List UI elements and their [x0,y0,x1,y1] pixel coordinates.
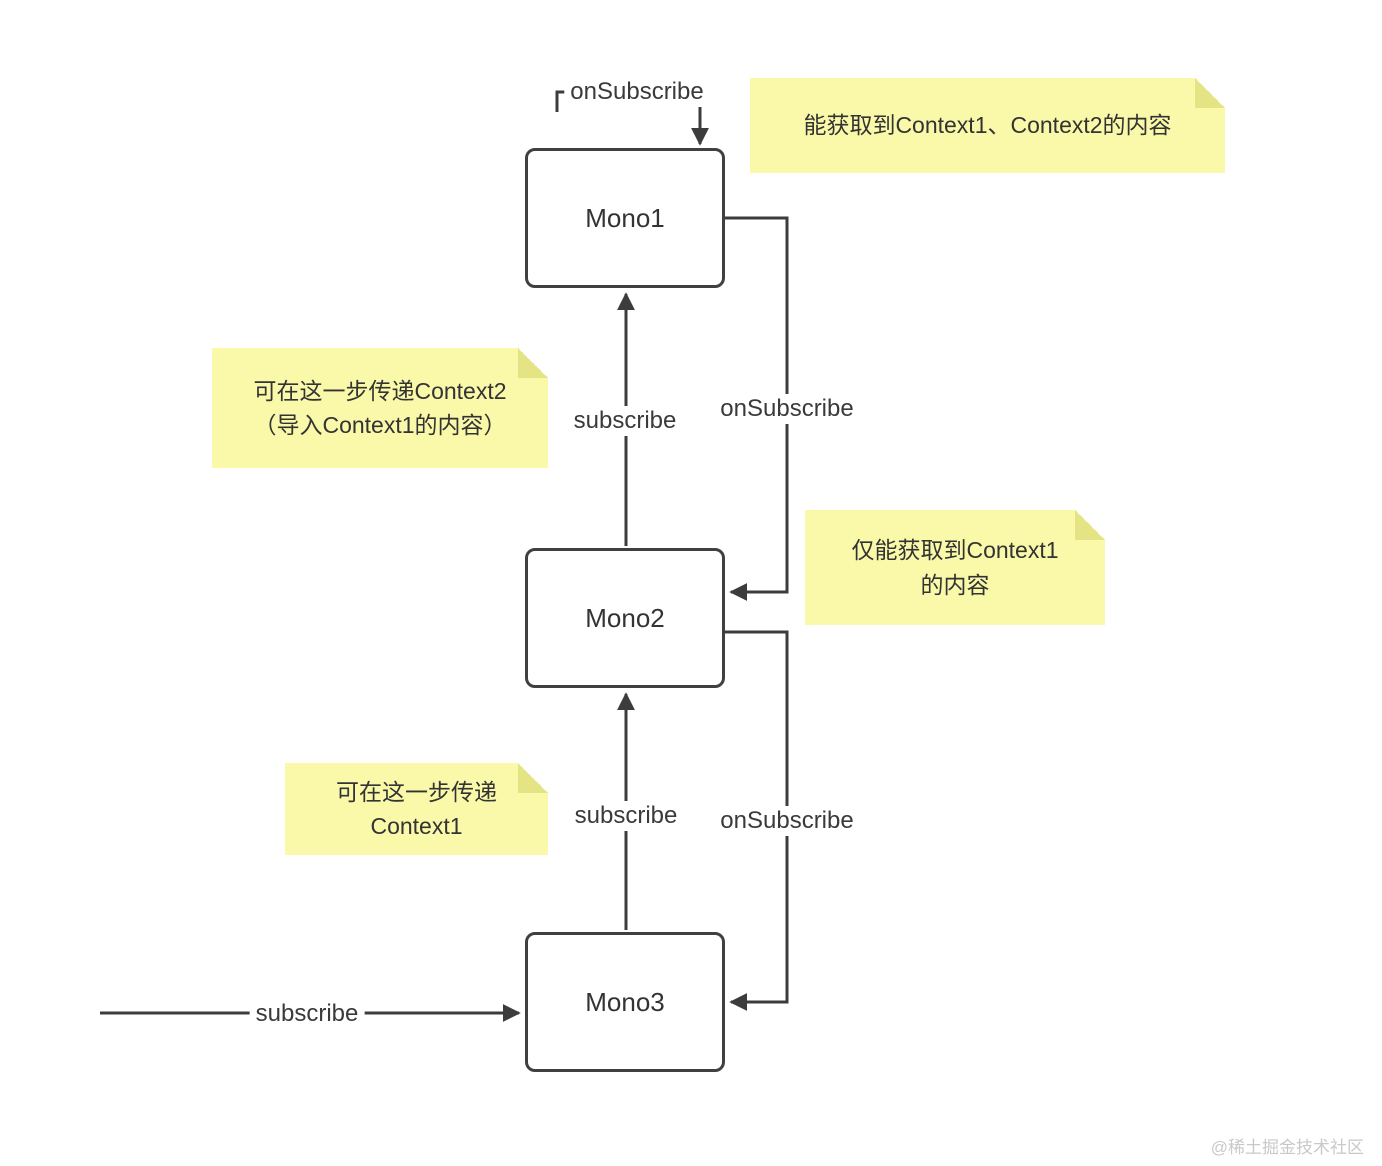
sticky-note-only-context1: 仅能获取到Context1 的内容 [805,510,1105,625]
note-fold-corner-icon [518,348,548,378]
edge-label-subscribe-mono3-mono2: subscribe [568,801,684,831]
note-fold-corner-icon [1075,510,1105,540]
note-text-line: （导入Context1的内容） [253,412,507,438]
note-text-line: 的内容 [920,571,990,598]
edge-label-onsubscribe-top: onSubscribe [564,77,710,107]
edge-label-subscribe-entry: subscribe [249,999,365,1029]
node-mono1-label: Mono1 [585,202,665,233]
note-text-line: 能获取到Context1、Context2的内容 [803,112,1172,139]
node-mono3-label: Mono3 [585,986,665,1017]
sticky-note-context1-context2: 能获取到Context1、Context2的内容 [750,78,1225,173]
note-fold-corner-icon [1195,78,1225,108]
node-mono2: Mono2 [525,548,725,688]
note-text-line: Context1 [370,813,463,839]
node-mono1: Mono1 [525,148,725,288]
watermark: @稀土掘金技术社区 [1210,1138,1364,1157]
note-text-line: 可在这一步传递 [336,778,497,805]
edge-label-subscribe-mono2-mono1: subscribe [567,406,683,436]
node-mono2-label: Mono2 [585,602,665,633]
node-mono3: Mono3 [525,932,725,1072]
note-text-line: 可在这一步传递Context2 [253,377,507,404]
note-fold-corner-icon [518,763,548,793]
sticky-note-pass-context1: 可在这一步传递 Context1 [285,763,548,855]
edge-label-onsubscribe-mono2-mono3: onSubscribe [714,806,860,836]
note-text-line: 仅能获取到Context1 [851,537,1059,563]
edge-label-onsubscribe-mono1-mono2: onSubscribe [714,394,860,424]
sticky-note-pass-context2: 可在这一步传递Context2 （导入Context1的内容） [212,348,548,468]
